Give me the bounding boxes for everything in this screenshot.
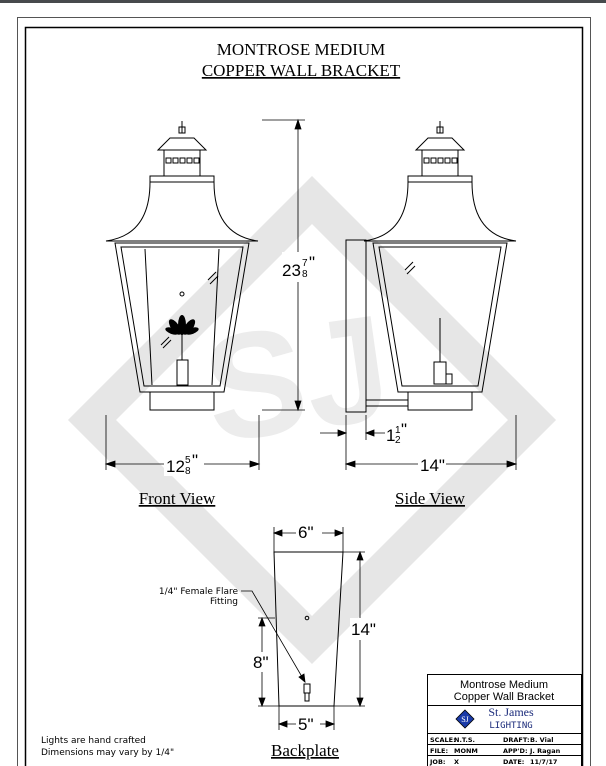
inner-border xyxy=(24,26,584,766)
title-block: Montrose Medium Copper Wall Bracket SJ S… xyxy=(427,674,582,766)
job-label: JOB: xyxy=(429,758,446,766)
watermark-logo: SJ xyxy=(67,175,557,665)
bracket-offset-label: 1 xyxy=(386,426,395,445)
title-block-name-line2: Copper Wall Bracket xyxy=(454,691,554,703)
height-unit: " xyxy=(309,253,315,272)
appd-label: APP'D: xyxy=(503,747,528,755)
note-dimensions: Dimensions may vary by 1/4" xyxy=(41,748,174,758)
scale-label: SCALE: xyxy=(430,736,456,744)
svg-text:SJ: SJ xyxy=(194,282,399,474)
front-width-fraction-den: 8 xyxy=(185,466,191,477)
job-value: X xyxy=(454,758,459,766)
side-view-lamp xyxy=(345,121,517,413)
backplate-bottom-width-label: 5" xyxy=(298,715,314,734)
drawing-title-line1: MONTROSE MEDIUM xyxy=(217,40,386,59)
company-name: St. James xyxy=(488,705,534,719)
date-value: 11/7/17 xyxy=(530,758,557,766)
appd-value: J. Ragan xyxy=(529,747,561,755)
backplate-label: Backplate xyxy=(271,741,339,760)
front-width-fraction-num: 5 xyxy=(185,455,191,466)
front-width-unit: " xyxy=(192,451,198,470)
title-block-name-line1: Montrose Medium xyxy=(460,679,548,691)
bracket-offset-fraction-den: 2 xyxy=(395,435,401,446)
file-value: MONM xyxy=(454,747,478,755)
front-view-label: Front View xyxy=(139,489,216,508)
side-depth-dimension xyxy=(320,415,518,470)
file-label: FILE: xyxy=(430,747,448,755)
front-view-lamp xyxy=(105,121,259,411)
drawing-title-line2: COPPER WALL BRACKET xyxy=(202,61,401,80)
bracket-offset-unit: " xyxy=(401,420,407,439)
height-dimension-label: 23 xyxy=(282,261,301,280)
draft-value: B. Vial xyxy=(530,736,553,744)
svg-text:SJ: SJ xyxy=(461,715,469,724)
flame-icon xyxy=(165,315,199,335)
scale-value: N.T.S. xyxy=(454,736,475,744)
backplate-top-width-label: 6" xyxy=(298,523,314,542)
height-fraction-den: 8 xyxy=(302,269,308,280)
front-width-label: 12 xyxy=(166,457,185,476)
fitting-height-label: 8" xyxy=(253,653,269,672)
backplate-height-label: 14" xyxy=(351,620,376,639)
draft-label: DRAFT: xyxy=(503,736,530,744)
date-label: DATE: xyxy=(503,758,524,766)
bracket-offset-fraction-num: 1 xyxy=(395,425,401,436)
fitting-callout-line2: Fitting xyxy=(210,597,238,607)
note-hand-crafted: Lights are hand crafted xyxy=(41,736,146,746)
side-view-label: Side View xyxy=(395,489,466,508)
company-logo: SJ xyxy=(455,709,475,729)
company-subtitle: LIGHTING xyxy=(489,721,532,731)
fitting-callout-line1: 1/4" Female Flare xyxy=(159,587,239,597)
top-bar xyxy=(0,0,606,3)
height-fraction-num: 7 xyxy=(302,258,308,269)
side-depth-label: 14" xyxy=(420,456,445,475)
backplate-dimensions xyxy=(241,527,365,730)
outer-border xyxy=(17,17,591,766)
